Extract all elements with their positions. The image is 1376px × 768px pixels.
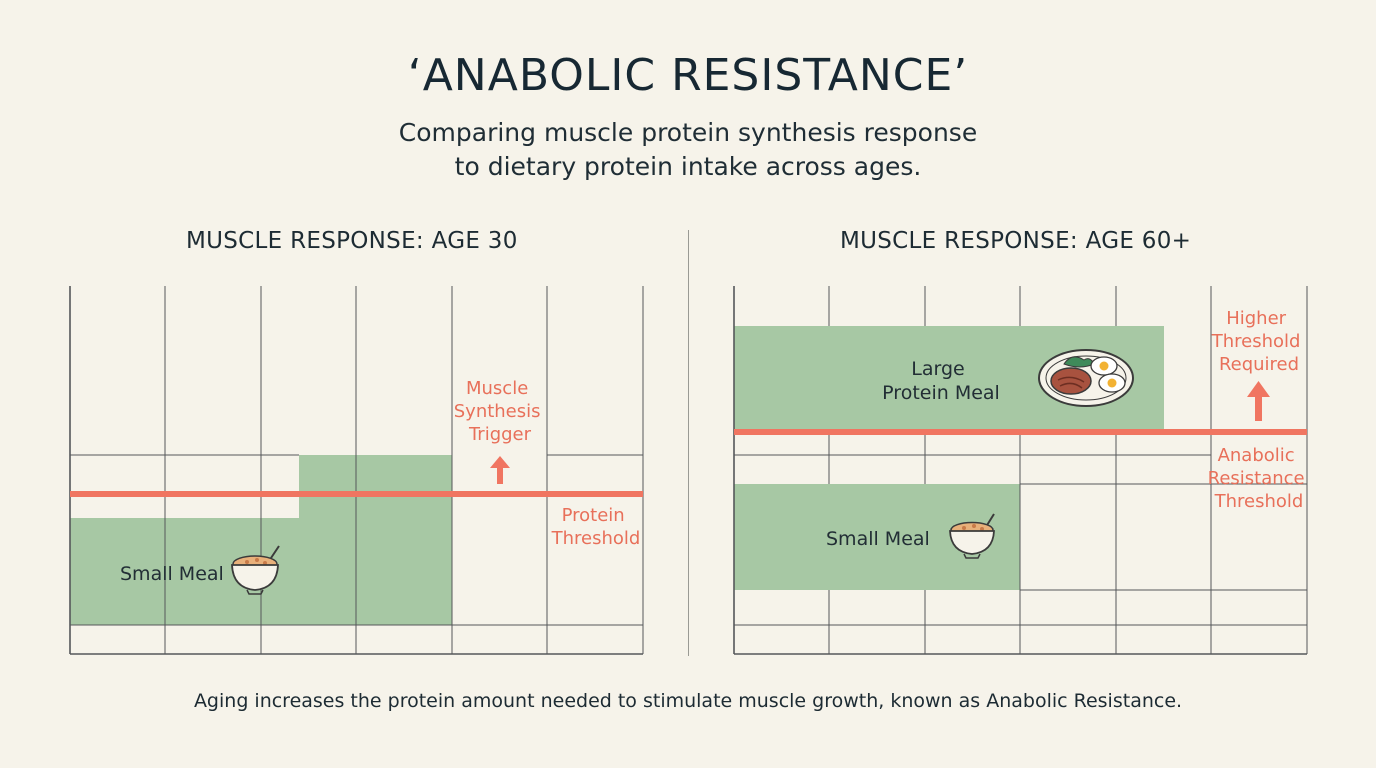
footer-caption: Aging increases the protein amount neede… bbox=[193, 690, 1183, 712]
right-panel: Higher Threshold Required Anabolic Resis… bbox=[733, 286, 1311, 655]
right-higher-threshold-label: Higher Threshold Required bbox=[1211, 308, 1306, 375]
right-small-meal-label: Small Meal bbox=[826, 528, 930, 550]
left-panel-heading: MUSCLE RESPONSE: AGE 30 bbox=[186, 228, 518, 254]
rice-bowl-icon bbox=[949, 513, 995, 559]
subtitle-line-2: to dietary protein intake across ages. bbox=[454, 152, 922, 181]
left-threshold-label: Protein Threshold bbox=[551, 505, 641, 549]
left-raised-block bbox=[299, 455, 452, 518]
left-trigger-arrow-icon bbox=[490, 456, 510, 484]
left-panel: Muscle Synthesis Trigger Protein Thresho… bbox=[69, 286, 644, 655]
right-grid bbox=[733, 286, 1308, 655]
panel-divider bbox=[688, 230, 689, 656]
right-anabolic-threshold-label: Anabolic Resistance Threshold bbox=[1208, 445, 1311, 512]
left-small-meal-label: Small Meal bbox=[120, 563, 224, 585]
left-grid bbox=[69, 286, 644, 655]
page-title: ‘ANABOLIC RESISTANCE’ bbox=[407, 50, 969, 101]
subtitle-line-1: Comparing muscle protein synthesis respo… bbox=[398, 118, 978, 147]
right-large-meal-label: Large Protein Meal bbox=[882, 358, 1000, 404]
right-higher-arrow-icon bbox=[1247, 381, 1270, 421]
right-panel-heading: MUSCLE RESPONSE: AGE 60+ bbox=[840, 228, 1192, 254]
page-subtitle: Comparing muscle protein synthesis respo… bbox=[0, 116, 1376, 184]
rice-bowl-icon bbox=[231, 545, 280, 595]
steak-and-eggs-plate-icon bbox=[1038, 349, 1134, 407]
left-trigger-label: Muscle Synthesis Trigger bbox=[454, 378, 547, 445]
